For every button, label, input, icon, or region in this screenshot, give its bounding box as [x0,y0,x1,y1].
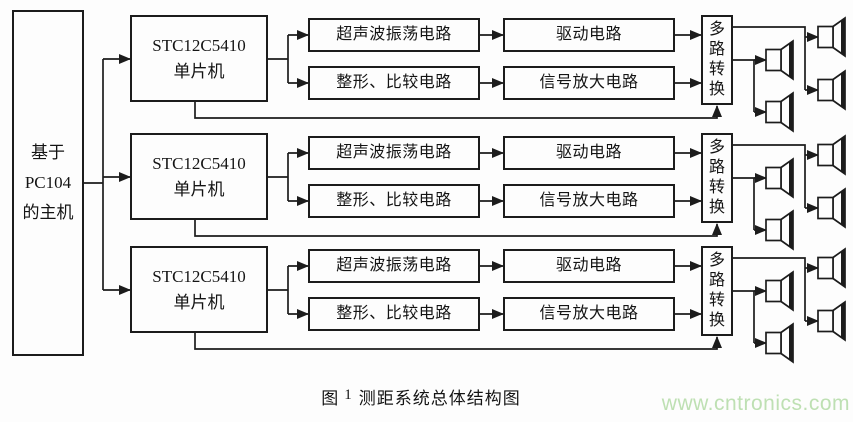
stage-arrows [480,30,702,88]
amplifier-label: 信号放大电路 [539,304,639,322]
mcu-part-number: STC12C5410 [152,153,246,173]
mux-output-connectors [733,26,819,117]
ultrasonic-transducer-icon [765,158,794,198]
ultrasonic-transducer-icon [817,70,846,110]
host-trunk-connector [84,54,131,295]
mux-block-row3: 多路转换 [701,246,733,336]
shaper-block-row1: 整形、比较电路 [308,66,480,100]
mcu-to-circuits-connector [268,148,309,206]
mcu-block-row3: STC12C5410 单片机 [130,246,268,333]
ultrasonic-transducer-icon [817,135,846,175]
mux-label: 多路转换 [708,139,725,216]
driver-label: 驱动电路 [555,256,622,274]
driver-block-row2: 驱动电路 [503,136,675,170]
ultrasonic-transducer-icon [817,248,846,288]
mux-label: 多路转换 [708,252,725,329]
mcu-label: 单片机 [173,292,225,312]
oscillator-label: 超声波振荡电路 [336,256,452,274]
mcu-block-row2: STC12C5410 单片机 [130,133,268,220]
mcu-to-mux-select-connector [194,102,722,119]
shaper-block-row2: 整形、比较电路 [308,184,480,218]
row1-connectors [194,26,819,119]
ultrasonic-transducer-icon [765,323,794,363]
ultrasonic-transducer-icon [817,188,846,228]
oscillator-label: 超声波振荡电路 [336,25,452,43]
mux-output-connectors [733,144,819,235]
mcu-to-circuits-connector [268,261,309,319]
stage-arrows [480,148,702,206]
caption-title: 测距系统总体结构图 [358,389,521,408]
driver-label: 驱动电路 [555,143,622,161]
amplifier-block-row3: 信号放大电路 [503,297,675,331]
mux-label: 多路转换 [708,21,725,98]
mux-block-row2: 多路转换 [701,133,733,223]
amplifier-label: 信号放大电路 [539,73,639,91]
mcu-to-mux-select-connector [194,333,722,350]
host-label-line1: 基于 [31,143,65,162]
amplifier-label: 信号放大电路 [539,191,639,209]
mcu-label: 单片机 [173,179,225,199]
mcu-part-number: STC12C5410 [152,266,246,286]
stage-arrows [480,261,702,319]
host-label-line2: PC104 [24,173,72,192]
ultrasonic-transducer-icon [817,17,846,57]
driver-block-row3: 驱动电路 [503,249,675,283]
mux-block-row1: 多路转换 [701,15,733,105]
watermark-text: www.cntronics.com [661,392,850,415]
driver-label: 驱动电路 [555,25,622,43]
driver-block-row1: 驱动电路 [503,18,675,52]
ultrasonic-transducer-icon [765,271,794,311]
shaper-label: 整形、比较电路 [336,304,452,322]
host-pc104-block: 基于 PC104 的主机 [12,10,84,356]
row3-connectors [194,257,819,350]
mcu-part-number: STC12C5410 [152,35,246,55]
ultrasonic-transducer-icon [765,210,794,250]
amplifier-block-row1: 信号放大电路 [503,66,675,100]
caption-figure-number: 1 [344,387,352,403]
oscillator-label: 超声波振荡电路 [336,143,452,161]
shaper-block-row3: 整形、比较电路 [308,297,480,331]
ultrasonic-transducer-icon [765,92,794,132]
mcu-to-mux-select-connector [194,220,722,237]
oscillator-block-row3: 超声波振荡电路 [308,249,480,283]
shaper-label: 整形、比较电路 [336,191,452,209]
ultrasonic-transducer-icon [765,40,794,80]
host-label-line3: 的主机 [22,203,74,222]
caption-figure-label: 图 [321,389,340,408]
mcu-block-row1: STC12C5410 单片机 [130,15,268,102]
oscillator-block-row2: 超声波振荡电路 [308,136,480,170]
mux-output-connectors [733,257,819,348]
ultrasonic-transducer-icon [817,301,846,341]
mcu-label: 单片机 [173,61,225,81]
oscillator-block-row1: 超声波振荡电路 [308,18,480,52]
shaper-label: 整形、比较电路 [336,73,452,91]
row2-connectors [194,144,819,237]
amplifier-block-row2: 信号放大电路 [503,184,675,218]
mcu-to-circuits-connector [268,30,309,88]
